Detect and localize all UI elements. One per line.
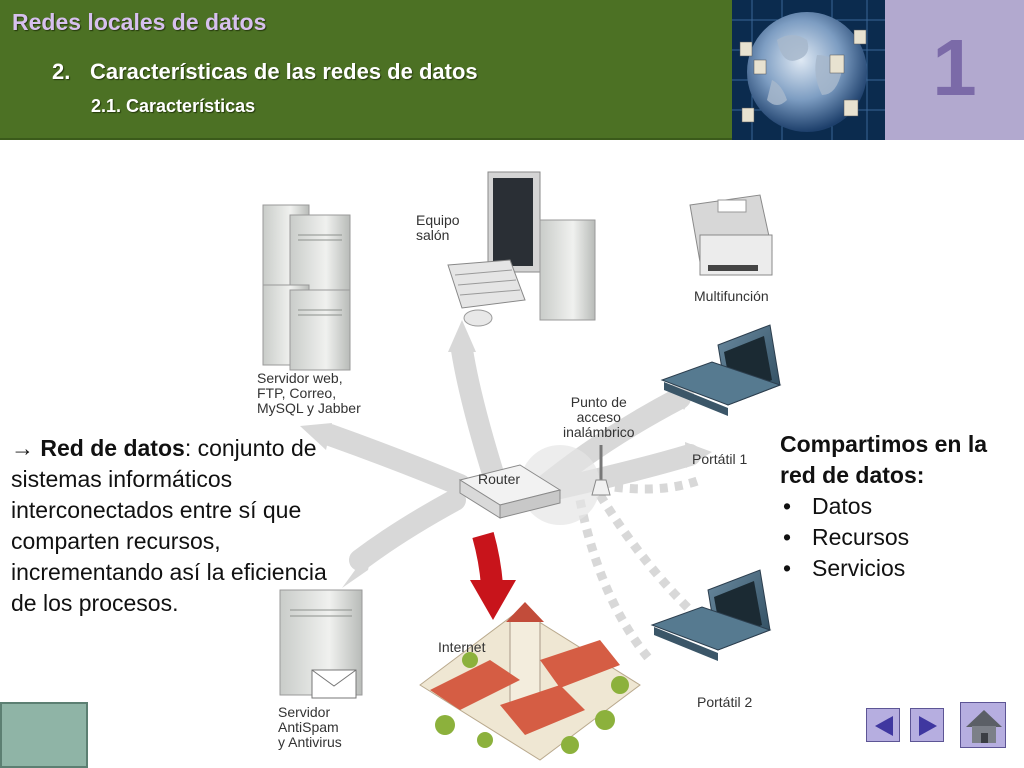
home-button[interactable]: [960, 702, 1006, 748]
internet-arrow: [470, 532, 516, 620]
network-diagram-graphic: [262, 171, 782, 761]
next-button[interactable]: [910, 708, 944, 742]
town-icon: [419, 602, 641, 761]
list-item-label: Servicios: [812, 555, 906, 581]
laptop-icon: [660, 324, 782, 416]
home-icon: [966, 710, 1002, 743]
chapter-number: 1: [932, 23, 977, 112]
slide-title: Redes locales de datos: [12, 9, 267, 35]
section-heading: 2. Características de las redes de datos: [52, 59, 478, 85]
slide-header: Redes locales de datos 2. Características…: [0, 0, 732, 140]
list-item-label: Datos: [812, 493, 873, 519]
definition-term: Red de datos: [40, 435, 185, 461]
previous-icon: [875, 716, 893, 736]
globe-icon: [732, 0, 885, 140]
arrow-right-icon: →: [11, 435, 34, 461]
shared-resources-list: • Datos • Recursos • Servicios: [780, 491, 1020, 584]
previous-button[interactable]: [866, 708, 900, 742]
node-label-multifuncion: Multifunción: [694, 288, 769, 304]
chapter-panel: 1: [885, 0, 1024, 140]
section-title: Características de las redes de datos: [90, 59, 478, 84]
subsection-heading: 2.1. Características: [91, 96, 256, 116]
router-icon: [458, 464, 562, 519]
desktop-computer-icon: [447, 171, 596, 327]
globe-image: [732, 0, 885, 140]
wireless-links: [575, 475, 702, 663]
list-item: • Servicios: [780, 553, 1020, 584]
shared-resources-heading: Compartimos en la red de datos:: [780, 431, 988, 488]
definition-body: : conjunto de sistemas informáticos inte…: [11, 435, 327, 616]
section-number: 2.: [52, 59, 71, 84]
node-label-router: Router: [478, 471, 521, 487]
bullet-icon: •: [783, 493, 792, 519]
definition-text: → Red de datos: conjunto de sistemas inf…: [11, 433, 341, 619]
list-item: • Recursos: [780, 522, 1020, 553]
list-item-label: Recursos: [812, 524, 910, 550]
server-rack-icon: [262, 204, 351, 371]
node-label-internet: Internet: [438, 639, 486, 655]
printer-icon: [689, 194, 773, 276]
node-label-portatil-2: Portátil 2: [697, 694, 753, 710]
list-item: • Datos: [780, 491, 1020, 522]
bullet-icon: •: [783, 524, 792, 550]
shared-resources-box: Compartimos en la red de datos: • Datos •…: [780, 429, 1020, 584]
node-label-portatil-1: Portátil 1: [692, 451, 748, 467]
next-icon: [919, 716, 937, 736]
mail-server-icon: [279, 589, 363, 699]
laptop-icon: [650, 569, 772, 661]
network-diagram: Servidor web,FTP, Correo,MySQL y Jabber …: [0, 140, 1024, 768]
slide-thumbnail-box: [0, 702, 88, 768]
wireless-ap-icon: [591, 445, 611, 496]
node-label-server-web: Servidor web,FTP, Correo,MySQL y Jabber: [257, 370, 361, 416]
bullet-icon: •: [783, 555, 792, 581]
connection-arrows: [319, 339, 701, 571]
